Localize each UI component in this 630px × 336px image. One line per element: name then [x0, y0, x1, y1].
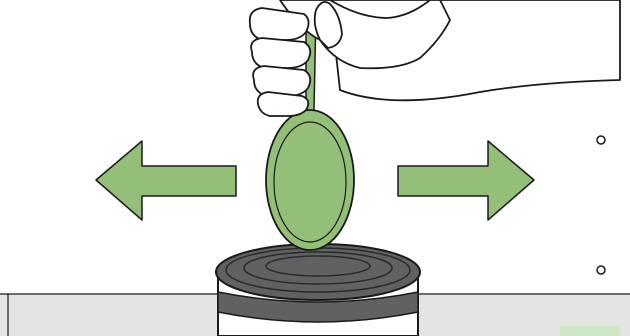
- motion-mark-lower: [596, 265, 606, 275]
- spoon-bowl-inner: [273, 121, 347, 243]
- arrow-right-icon: [397, 140, 535, 221]
- hand-thumb: [313, 1, 343, 49]
- hand-wrist-line: [329, 0, 431, 19]
- hand-finger-2: [250, 37, 312, 69]
- can-lid-ring-inner: [265, 255, 371, 277]
- arrow-left-icon: [95, 140, 237, 221]
- hand-finger-3: [252, 65, 312, 97]
- hand-finger-1: [248, 7, 310, 41]
- can-lid-ring-middle: [243, 251, 393, 285]
- hand-finger-4: [256, 91, 310, 117]
- can-band: [217, 291, 419, 323]
- hand-icon: [248, 0, 621, 117]
- table-mark: [560, 326, 620, 336]
- can-icon: [215, 243, 421, 336]
- motion-mark-upper: [596, 135, 606, 145]
